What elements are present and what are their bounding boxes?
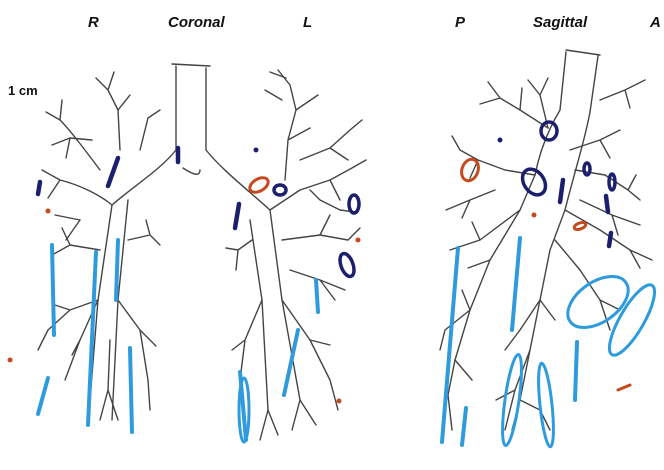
red-loop-mark	[573, 221, 586, 231]
blue-line-mark	[575, 342, 577, 400]
navy-dot-mark	[254, 148, 259, 153]
blue-loop-mark	[536, 363, 557, 448]
blue-line-mark	[284, 330, 298, 395]
navy-line-mark	[235, 204, 239, 228]
blue-loop-mark	[602, 279, 663, 360]
red-dot-mark	[337, 399, 342, 404]
navy-line-mark	[108, 158, 118, 186]
blue-line-mark	[116, 240, 118, 300]
coronal-navy-marks	[38, 148, 359, 279]
red-dash-mark	[618, 385, 630, 390]
navy-loop-mark	[518, 165, 550, 199]
navy-line-mark	[38, 182, 40, 194]
navy-dot-mark	[498, 138, 503, 143]
navy-line-mark	[606, 196, 608, 212]
coronal-red-marks	[8, 175, 361, 404]
red-dot-mark	[8, 358, 13, 363]
navy-line-mark	[609, 233, 611, 246]
navy-loop-mark	[274, 185, 286, 195]
blue-line-mark	[130, 348, 132, 432]
red-loop-mark	[247, 175, 270, 195]
navy-loop-mark	[609, 174, 615, 190]
sagittal-blue-marks	[442, 238, 662, 447]
red-dot-mark	[46, 209, 51, 214]
navy-loop-mark	[337, 252, 356, 279]
blue-line-mark	[52, 245, 54, 335]
red-dot-mark	[356, 238, 361, 243]
navy-loop-mark	[584, 163, 590, 175]
navy-line-mark	[560, 180, 563, 202]
coronal-airway-tree	[38, 64, 366, 440]
blue-line-mark	[316, 280, 318, 312]
blue-line-mark	[512, 238, 520, 330]
blue-loop-mark	[559, 266, 638, 338]
blue-line-mark	[462, 408, 466, 445]
blue-line-mark	[38, 378, 48, 414]
red-dot-mark	[532, 213, 537, 218]
navy-loop-mark	[349, 195, 359, 213]
